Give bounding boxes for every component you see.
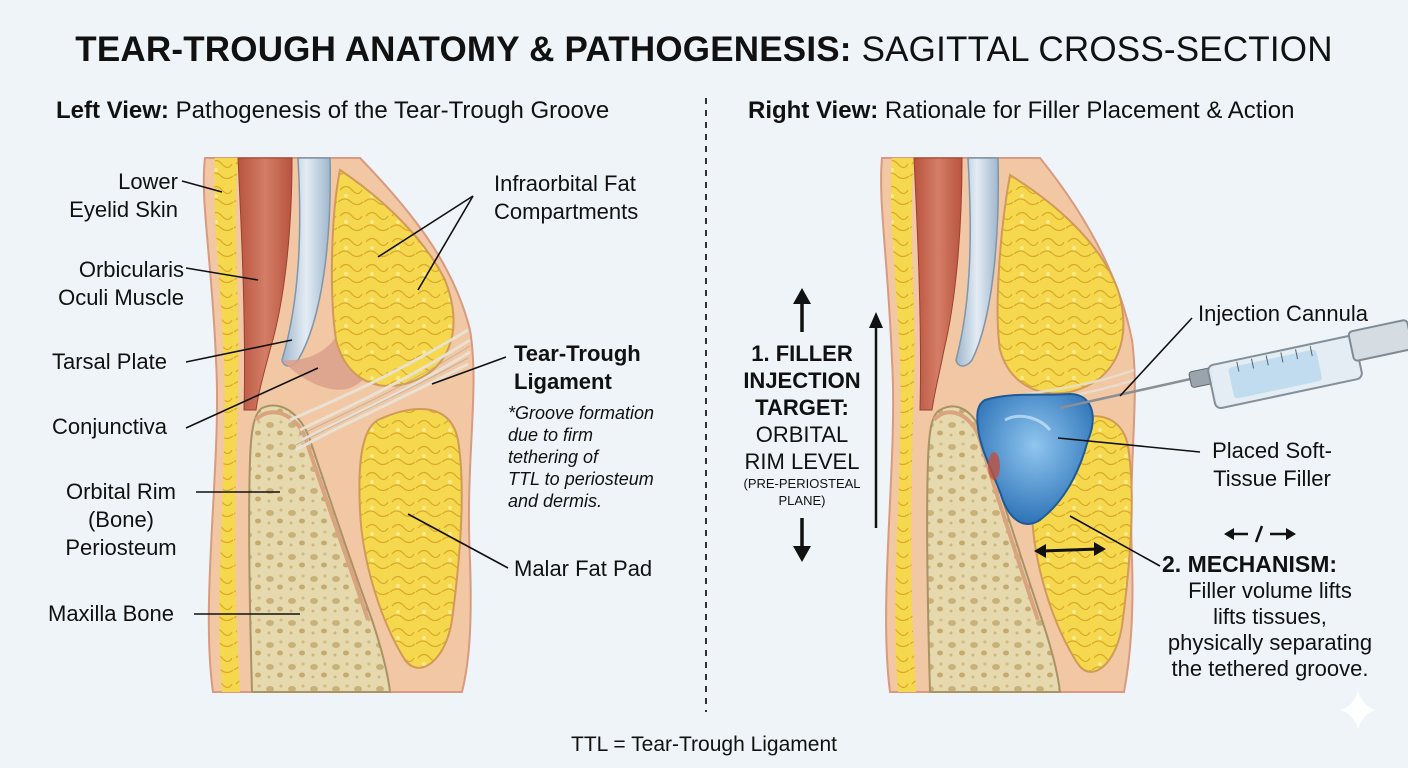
footer-abbreviation: TTL = Tear-Trough Ligament <box>571 733 837 756</box>
label-orbicularis-oculi: Orbicularis Oculi Muscle <box>58 257 184 310</box>
right-view-heading: Right View: Rationale for Filler Placeme… <box>748 97 1295 124</box>
mechanism-title: 2. MECHANISM: <box>1162 551 1338 577</box>
label-placed-filler: Placed Soft- Tissue Filler <box>1212 438 1332 491</box>
separation-arrow <box>1034 542 1106 558</box>
label-malar-fat-pad: Malar Fat Pad <box>514 556 653 581</box>
left-cross-section <box>202 157 475 693</box>
left-view-heading: Left View: Pathogenesis of the Tear-Trou… <box>56 97 610 124</box>
right-leader-lines <box>1057 317 1201 567</box>
depth-arrow <box>869 312 883 528</box>
ttl-note: *Groove formation due to firm tethering … <box>508 403 655 511</box>
right-cross-section <box>880 157 1408 693</box>
label-orbital-rim: Orbital Rim (Bone) Periosteum <box>65 479 177 560</box>
mechanism-description: Filler volume lifts lifts tissues, physi… <box>1167 578 1373 681</box>
label-lower-eyelid-skin: Lower Eyelid Skin <box>69 169 178 222</box>
page-title: TEAR-TROUGH ANATOMY & PATHOGENESIS: SAGI… <box>75 30 1333 69</box>
label-infraorbital-fat: Infraorbital Fat Compartments <box>494 171 639 224</box>
syringe-icon <box>1188 319 1408 409</box>
sparkle-icon <box>1340 690 1376 730</box>
label-tear-trough-ligament: Tear-Trough Ligament <box>514 341 641 394</box>
label-conjunctiva: Conjunctiva <box>52 414 167 439</box>
filler-target-label: 1. FILLER INJECTION TARGET: ORBITAL RIM … <box>743 341 861 508</box>
label-maxilla-bone: Maxilla Bone <box>48 601 174 626</box>
target-vertical-arrows <box>793 288 811 562</box>
mechanism-symbol-arrows <box>1224 525 1296 543</box>
mechanism-symbol: ←/→ <box>1226 520 1227 521</box>
left-leader-lines <box>181 180 509 615</box>
label-injection-cannula: Injection Cannula <box>1198 301 1369 326</box>
label-tarsal-plate: Tarsal Plate <box>52 349 167 374</box>
